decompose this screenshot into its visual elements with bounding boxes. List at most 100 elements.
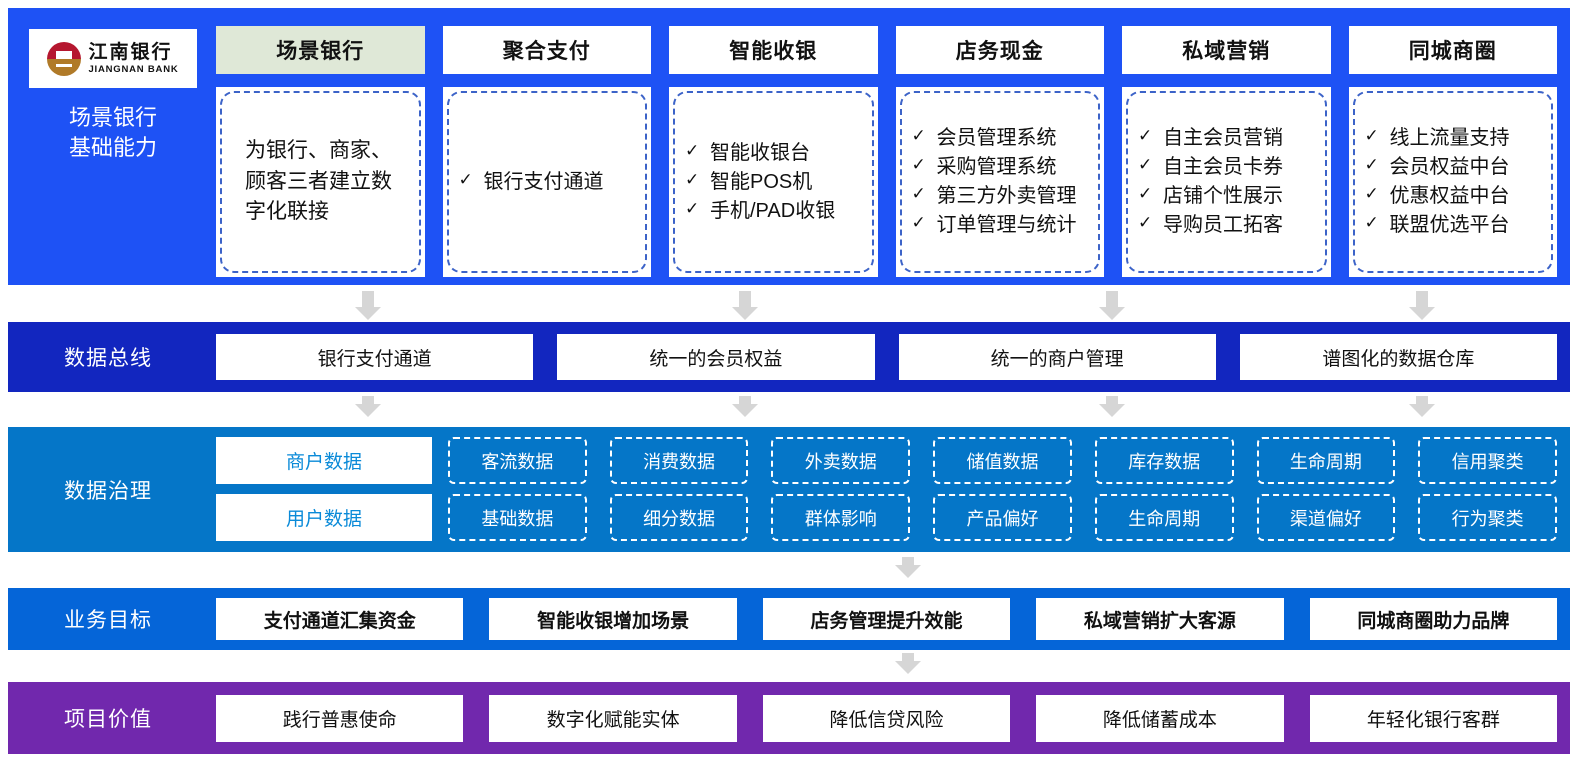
governance-main-2[interactable]: 用户数据 xyxy=(216,494,432,541)
check-icon: ✓ xyxy=(685,169,700,189)
arrow-down-icon xyxy=(732,291,758,320)
tab-4[interactable]: 店务现金 xyxy=(895,26,1104,74)
arrow-head xyxy=(1099,404,1125,417)
arrow-shaft xyxy=(1416,396,1428,404)
check-icon: ✓ xyxy=(1364,184,1379,203)
tab-6[interactable]: 同城商圈 xyxy=(1348,26,1557,74)
governance-chip-merchant-6[interactable]: 生命周期 xyxy=(1256,437,1396,484)
governance-chip-merchant-5[interactable]: 库存数据 xyxy=(1094,437,1234,484)
data-bus-item-3[interactable]: 统一的商户管理 xyxy=(898,334,1216,380)
data-bus-band: 数据总线 银行支付通道统一的会员权益统一的商户管理谱图化的数据仓库 xyxy=(8,322,1570,392)
check-icon: ✓ xyxy=(911,184,926,203)
list-item: ✓ 手机/PAD收银 xyxy=(685,198,864,225)
governance-chip-merchant-2[interactable]: 消费数据 xyxy=(609,437,749,484)
project-value-item-1[interactable]: 践行普惠使命 xyxy=(216,695,464,742)
business-goal-item-3[interactable]: 店务管理提升效能 xyxy=(762,598,1011,640)
list-item: ✓ 优惠权益中台 xyxy=(1365,183,1544,210)
list-item: ✓店铺个性展示 xyxy=(1138,183,1317,210)
scenario-card-list: ✓自主会员营销✓自主会员卡券✓店铺个性展示✓导购员工拓客 xyxy=(1138,125,1317,239)
list-item-label: 手机/PAD收银 xyxy=(710,199,836,222)
scenario-band-label-line1: 场景银行 xyxy=(68,105,157,130)
governance-chip-merchant-3[interactable]: 外卖数据 xyxy=(771,437,911,484)
data-bus-item-4[interactable]: 谱图化的数据仓库 xyxy=(1239,334,1557,380)
business-goal-item-4[interactable]: 私域营销扩大客源 xyxy=(1036,598,1284,640)
data-bus-item-1[interactable]: 银行支付通道 xyxy=(216,334,534,380)
scenario-cards: 为银行、商家、顾客三者建立数字化联接✓银行支付通道✓智能收银台✓智能POS机✓手… xyxy=(216,87,1557,277)
check-icon: ✓ xyxy=(685,140,700,160)
business-goal-item-2[interactable]: 智能收银增加场景 xyxy=(489,598,737,640)
data-bus-item-2[interactable]: 统一的会员权益 xyxy=(557,334,875,380)
governance-chip-user-7[interactable]: 行为聚类 xyxy=(1418,494,1557,541)
check-icon: ✓ xyxy=(1138,126,1153,145)
governance-main-1[interactable]: 商户数据 xyxy=(216,437,432,484)
project-value-item-2[interactable]: 数字化赋能实体 xyxy=(489,695,737,742)
check-icon: ✓ xyxy=(1138,213,1153,232)
list-item-label: 银行支付通道 xyxy=(483,170,604,193)
scenario-card-3: ✓智能收银台✓智能POS机✓手机/PAD收银 xyxy=(669,87,878,277)
tab-2[interactable]: 聚合支付 xyxy=(442,26,651,74)
list-item-label: 自主会员卡券 xyxy=(1163,156,1283,178)
arrow-shaft xyxy=(1106,291,1118,307)
bank-logo-icon xyxy=(47,41,82,76)
governance-chip-user-6[interactable]: 渠道偏好 xyxy=(1256,494,1396,541)
tab-1[interactable]: 场景银行 xyxy=(216,26,425,74)
project-value-items: 践行普惠使命数字化赋能实体降低信贷风险降低储蓄成本年轻化银行客群 xyxy=(216,695,1558,742)
governance-chip-merchant-4[interactable]: 储值数据 xyxy=(933,437,1072,484)
list-item-label: 订单管理与统计 xyxy=(936,214,1077,236)
list-item: ✓ 第三方外卖管理 xyxy=(912,183,1091,210)
scenario-card-list: ✓智能收银台✓智能POS机✓手机/PAD收银 xyxy=(685,140,864,225)
governance-chip-merchant-1[interactable]: 客流数据 xyxy=(448,437,587,484)
governance-chip-user-2[interactable]: 细分数据 xyxy=(609,494,749,541)
governance-chip-user-5[interactable]: 生命周期 xyxy=(1094,494,1234,541)
arrow-head xyxy=(732,404,758,417)
business-goal-label: 业务目标 xyxy=(64,609,152,632)
check-icon: ✓ xyxy=(685,198,700,218)
project-value-label: 项目价值 xyxy=(64,708,152,731)
project-value-item-5[interactable]: 年轻化银行客群 xyxy=(1309,695,1558,742)
list-item-label: 采购管理系统 xyxy=(936,156,1057,178)
list-item: ✓导购员工拓客 xyxy=(1138,212,1317,239)
arrow-shaft xyxy=(1416,291,1428,307)
check-icon: ✓ xyxy=(1364,155,1379,174)
list-item-label: 第三方外卖管理 xyxy=(936,185,1077,207)
business-goal-item-1[interactable]: 支付通道汇集资金 xyxy=(216,598,464,640)
scenario-bank-band: 江南银行 JIANGNAN BANK 场景银行 基础能力 场景银行聚合支付智能收… xyxy=(8,8,1570,285)
project-value-item-3[interactable]: 降低信贷风险 xyxy=(762,695,1011,742)
project-value-item-4[interactable]: 降低储蓄成本 xyxy=(1036,695,1284,742)
list-item-label: 优惠权益中台 xyxy=(1389,185,1510,207)
arrow-head xyxy=(895,661,921,674)
scenario-card-6: ✓线上流量支持✓会员权益中台✓优惠权益中台✓联盟优选平台 xyxy=(1348,87,1557,277)
scenario-card-list: ✓线上流量支持✓会员权益中台✓优惠权益中台✓联盟优选平台 xyxy=(1365,125,1544,239)
business-goal-item-5[interactable]: 同城商圈助力品牌 xyxy=(1309,598,1558,640)
governance-chip-merchant-7[interactable]: 信用聚类 xyxy=(1418,437,1557,484)
arrow-down-icon xyxy=(1409,396,1435,417)
arrow-down-icon xyxy=(355,291,381,320)
data-governance-label: 数据治理 xyxy=(64,479,152,503)
governance-chip-user-4[interactable]: 产品偏好 xyxy=(933,494,1072,541)
governance-main-categories: 商户数据用户数据 xyxy=(216,437,432,541)
arrow-shaft xyxy=(362,396,374,404)
list-item: ✓自主会员营销 xyxy=(1138,125,1317,152)
list-item-label: 线上流量支持 xyxy=(1389,127,1510,149)
scenario-card-text: 为银行、商家、顾客三者建立数字化联接 xyxy=(245,139,392,224)
arrow-down-icon xyxy=(895,653,921,674)
scenario-band-label-line2: 基础能力 xyxy=(68,134,157,160)
tab-3[interactable]: 智能收银 xyxy=(669,26,878,74)
data-governance-band: 数据治理 商户数据用户数据 客流数据消费数据外卖数据储值数据库存数据生命周期信用… xyxy=(8,427,1570,552)
arrow-down-icon xyxy=(732,396,758,417)
governance-chip-user-1[interactable]: 基础数据 xyxy=(448,494,587,541)
tab-5[interactable]: 私域营销 xyxy=(1122,26,1331,74)
check-icon: ✓ xyxy=(911,155,926,174)
scenario-card-4: ✓会员管理系统✓采购管理系统✓第三方外卖管理✓订单管理与统计 xyxy=(895,87,1104,277)
list-item-label: 店铺个性展示 xyxy=(1163,185,1283,207)
list-item: ✓智能收银台 xyxy=(685,140,864,167)
bank-logo: 江南银行 JIANGNAN BANK xyxy=(29,29,197,88)
list-item: ✓订单管理与统计 xyxy=(912,212,1091,239)
arrow-down-icon xyxy=(355,396,381,417)
arrow-head xyxy=(895,565,921,578)
arrow-shaft xyxy=(739,291,751,307)
arrow-down-icon xyxy=(895,557,921,578)
brand-name-cn: 江南银行 xyxy=(88,41,173,63)
governance-chip-user-3[interactable]: 群体影响 xyxy=(771,494,911,541)
